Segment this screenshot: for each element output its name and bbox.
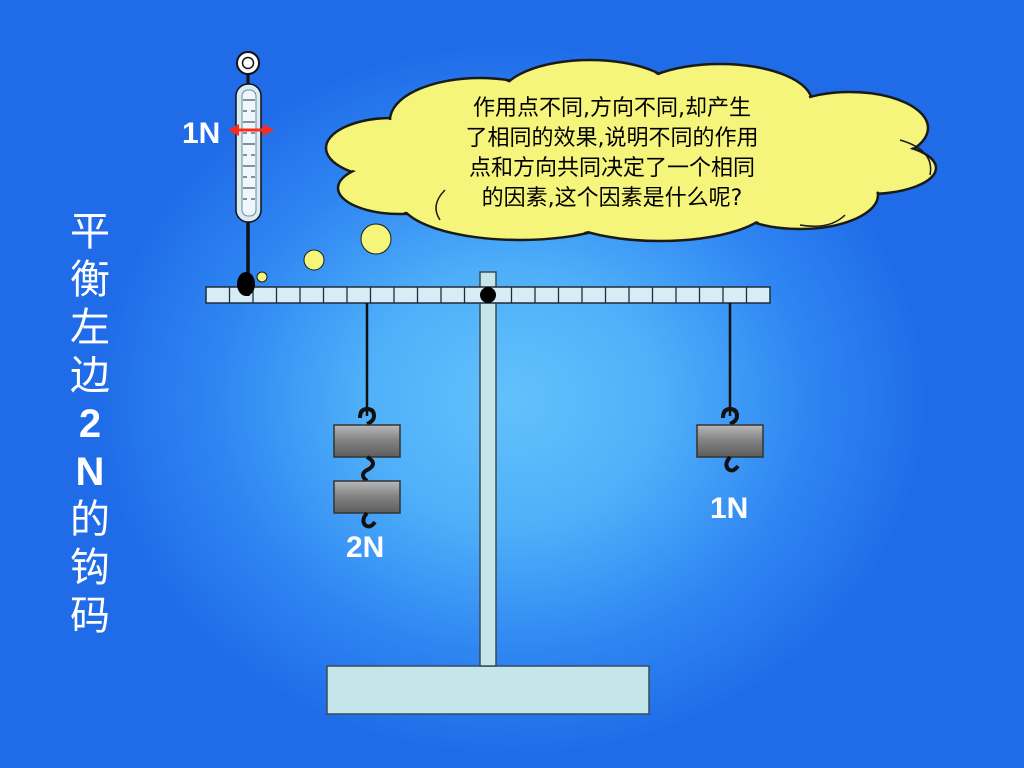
title-char: 码	[70, 593, 110, 639]
title-char: 2	[78, 402, 102, 446]
thought-dot-large	[360, 223, 392, 255]
right-weight-label: 1N	[710, 492, 749, 525]
thought-line: 点和方向共同决定了一个相同	[468, 156, 755, 181]
title-char: 平	[70, 209, 110, 255]
title-char: 边	[70, 353, 110, 399]
stand-pillar	[479, 271, 497, 667]
thought-line: 作用点不同,方向不同,却产生	[473, 96, 751, 121]
left-weights	[333, 303, 401, 529]
spring-scale	[235, 51, 262, 296]
title-char: 衡	[70, 257, 110, 303]
thought-bubble	[324, 58, 938, 243]
vertical-title: 平 衡 左 边 2 N 的 钩 码	[62, 208, 118, 640]
title-char: 左	[70, 305, 110, 351]
fulcrum-pivot	[480, 287, 496, 303]
spring-scale-hook	[237, 272, 255, 296]
title-char: 的	[70, 497, 110, 543]
weight-block	[333, 480, 401, 514]
thought-line: 了相同的效果,说明不同的作用	[465, 126, 759, 151]
spring-scale-ring	[236, 51, 260, 75]
thought-bubble-text: 作用点不同,方向不同,却产生 了相同的效果,说明不同的作用 点和方向共同决定了一…	[412, 94, 812, 214]
stand-base	[326, 665, 650, 715]
double-arrow-icon	[228, 124, 274, 136]
spring-scale-reading: 1N	[182, 117, 221, 150]
title-char: N	[75, 450, 105, 494]
thought-dot-small	[256, 271, 268, 283]
left-weights-label: 2N	[346, 531, 385, 564]
thought-dot-medium	[303, 249, 325, 271]
title-char: 钩	[70, 545, 110, 591]
thought-line: 的因素,这个因素是什么呢?	[481, 186, 743, 211]
right-weight	[696, 303, 764, 473]
weight-block	[333, 424, 401, 458]
weight-block	[696, 424, 764, 458]
